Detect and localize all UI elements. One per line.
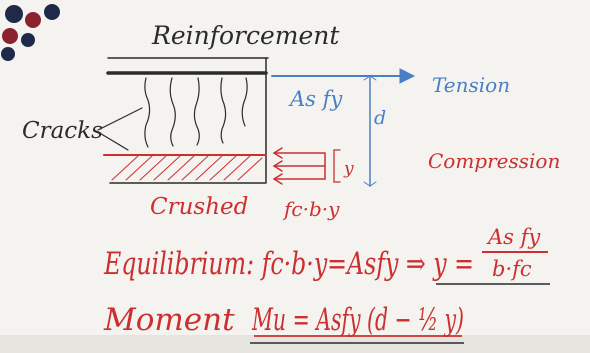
compression-zone — [103, 147, 341, 185]
as-fy-label: As fy — [288, 87, 343, 111]
moment-word: Moment — [103, 302, 235, 338]
magnet — [1, 47, 15, 61]
fc-b-y-label: fc·b·y — [282, 197, 340, 221]
tension-arrow — [271, 68, 416, 187]
crushed-label: Crushed — [150, 194, 248, 220]
compression-arrows — [272, 147, 326, 185]
reinforcement-label: Reinforcement — [151, 21, 340, 50]
cracks-pointer — [97, 107, 143, 131]
compression-label: Compression — [428, 149, 560, 173]
moment-equation: Mu = Asfy (d − ½ y) — [251, 302, 464, 338]
magnet — [44, 4, 60, 20]
beam-section — [97, 57, 269, 184]
tension-label: Tension — [432, 73, 510, 97]
cracks-label: Cracks — [22, 118, 103, 144]
magnets — [1, 4, 60, 61]
magnet — [2, 28, 18, 44]
crushed-hatching — [111, 155, 263, 181]
equilibrium-equation: Equilibrium: fc·b·y=Asfy ⇒ y = — [103, 246, 474, 282]
magnet — [5, 5, 23, 23]
magnet — [21, 33, 35, 47]
y-bracket — [333, 149, 341, 183]
fraction-denominator: b·fc — [492, 257, 532, 281]
magnet — [25, 12, 41, 28]
fraction-numerator: As fy — [486, 225, 541, 249]
board-bottom-shadow — [0, 335, 590, 353]
crack-lines — [144, 77, 248, 148]
y-label: y — [343, 159, 354, 179]
d-label: d — [374, 107, 386, 129]
